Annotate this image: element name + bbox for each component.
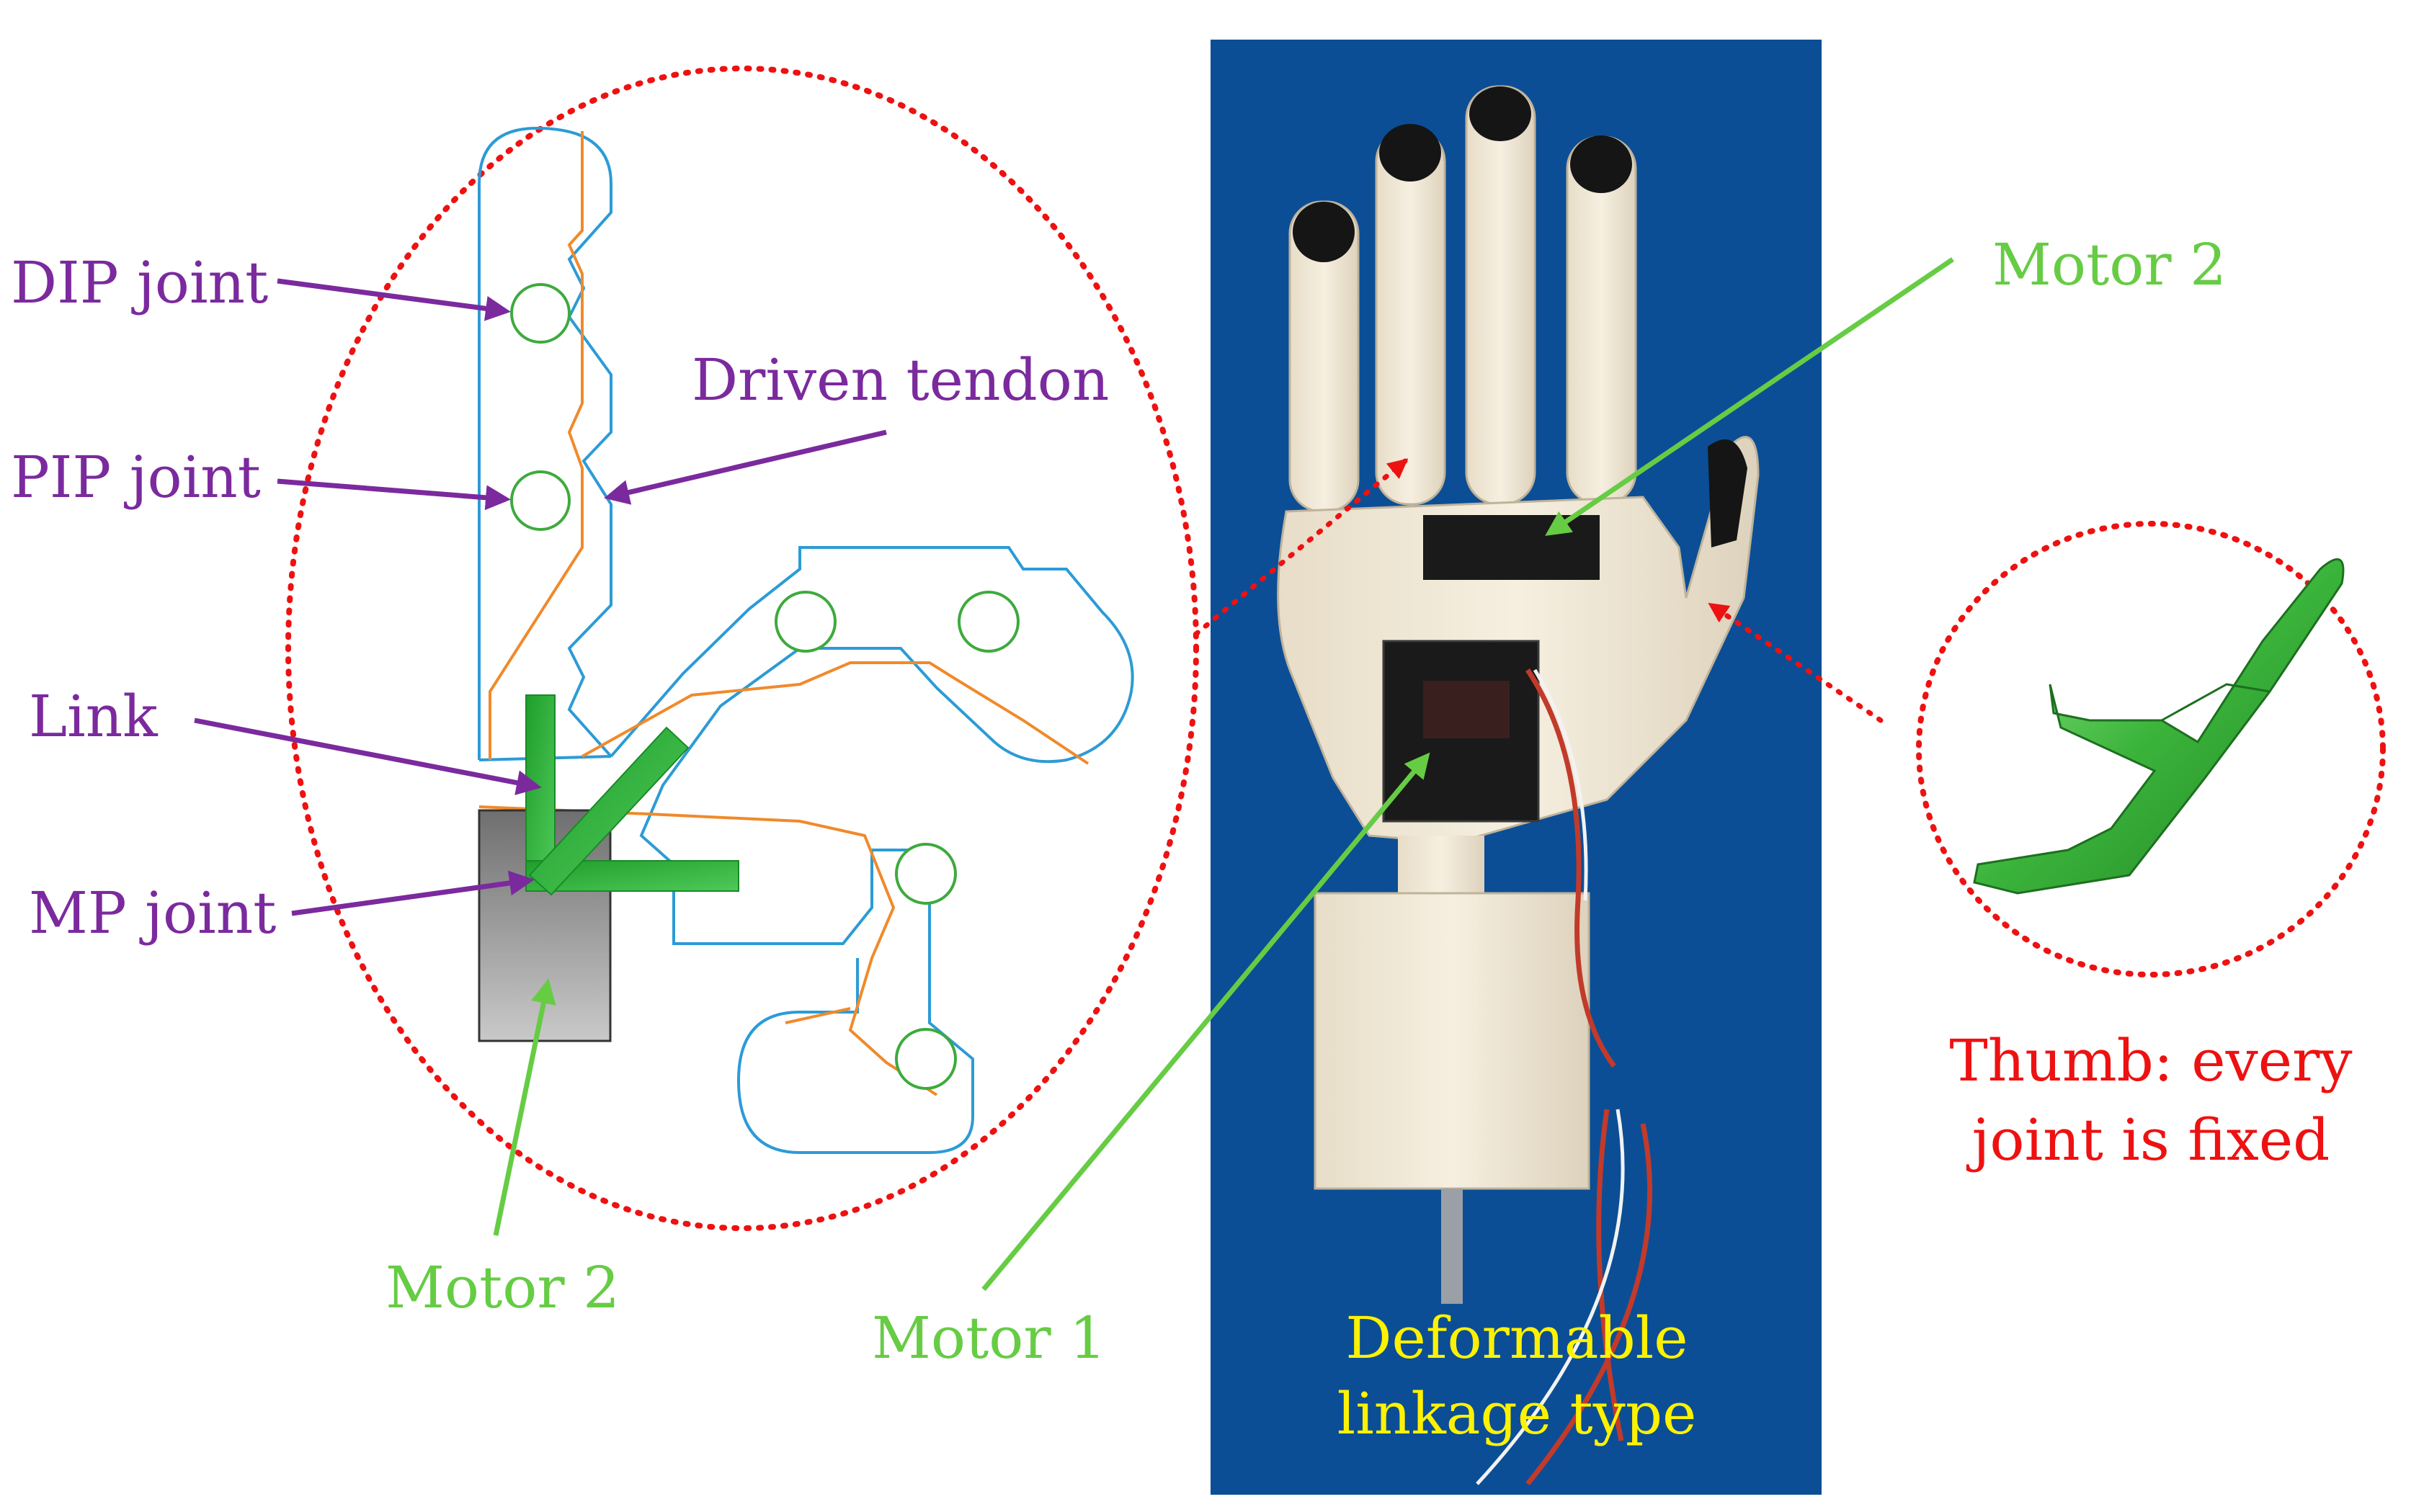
- motor2-left-label: Motor 2: [386, 1254, 620, 1321]
- mp-joint-label: MP joint: [29, 880, 276, 947]
- photo-base-block: [1314, 892, 1590, 1190]
- photo-base-screw: [1441, 1189, 1463, 1304]
- ellipse-connector: [1193, 458, 1409, 637]
- photo-servo-lower: [1382, 640, 1540, 823]
- photo-wires-white: [1476, 668, 1625, 1485]
- thumb-zoom-circle: [1916, 521, 2386, 978]
- deformable-label-line1: Deformable: [1345, 1305, 1688, 1372]
- motor1-arrow: [981, 752, 1430, 1292]
- dip-joint-label: DIP joint: [11, 249, 268, 316]
- pip-joint-circle: [510, 470, 571, 531]
- thumb-label-line1: Thumb: every: [1949, 1027, 2352, 1094]
- motor1-label: Motor 1: [872, 1305, 1106, 1372]
- driven-tendon-line: [478, 131, 1089, 1096]
- driven-tendon-label: Driven tendon: [692, 346, 1109, 413]
- photo-wrist: [1398, 836, 1484, 900]
- joint-circle-b: [958, 591, 1020, 653]
- photo-wires: [1525, 668, 1653, 1486]
- joint-circle-a: [775, 591, 837, 653]
- photo-thumb-pad: [1708, 439, 1747, 547]
- hand-photo: [1211, 40, 1822, 1495]
- photo-fingertips: [1293, 86, 1632, 262]
- photo-servo-upper: [1423, 515, 1600, 580]
- joint-circles: [510, 283, 1020, 1090]
- left-annotation-arrows: [194, 278, 887, 916]
- thumb-connector: [1708, 602, 1884, 723]
- link-label: Link: [29, 683, 159, 750]
- photo-servo-label: [1423, 681, 1510, 738]
- motor2-photo-label: Motor 2: [1992, 231, 2227, 298]
- thumb-label-line2: joint is fixed: [1966, 1106, 2330, 1173]
- joint-circle-c: [895, 843, 957, 905]
- motor2-photo-arrow: [1545, 257, 1954, 536]
- thumb-part-icon: [1973, 558, 2345, 895]
- deformable-label-line2: linkage type: [1337, 1380, 1697, 1447]
- joint-circle-d: [895, 1028, 957, 1090]
- motor2-left-arrow: [493, 978, 556, 1236]
- left-zoom-ellipse: [285, 66, 1199, 1231]
- pip-joint-label: PIP joint: [11, 444, 261, 511]
- dip-joint-circle: [510, 283, 571, 344]
- photo-fingers: [1288, 85, 1637, 513]
